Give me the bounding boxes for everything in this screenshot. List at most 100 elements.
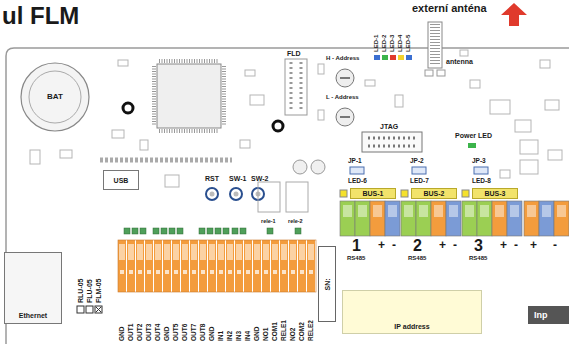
polarity-sign: + [439, 239, 446, 251]
polarity-sign: - [514, 239, 518, 251]
variant-checkbox [77, 306, 102, 313]
relay-label: rele-1 [261, 219, 276, 225]
ip-address-box: IP address [342, 290, 482, 334]
antenna-label: antenna [446, 58, 473, 65]
polarity-sign: + [530, 239, 537, 251]
relay [258, 182, 308, 212]
status-led [374, 55, 412, 60]
node-label: Ethernet [19, 312, 47, 319]
terminal-label: GND [209, 327, 216, 341]
bus-number: 1 [352, 238, 361, 254]
led-label: LED-1 [373, 35, 379, 52]
jumper-label: JP-3 [472, 158, 486, 165]
button-label: SW-2 [251, 175, 268, 182]
antenna-coil [425, 22, 445, 76]
bus-type: RS485 [347, 255, 365, 261]
switch-label: L - Address [326, 94, 359, 100]
terminal-label: NO2 [290, 328, 297, 341]
bus-number: 2 [413, 238, 422, 254]
component-row [100, 158, 232, 163]
terminal-label: OUT3 [146, 324, 153, 341]
terminal-strip [118, 240, 316, 292]
terminal-label: OUT6 [182, 324, 189, 341]
terminal-label: OUT1 [128, 324, 135, 341]
capacitor [293, 160, 325, 174]
terminal-label: GND [164, 327, 171, 341]
terminal-label: RELE1 [281, 320, 288, 341]
bus-number: 3 [474, 238, 483, 254]
board-outline [6, 48, 569, 344]
battery-holder: BAT [20, 62, 90, 132]
fld-connector [285, 59, 307, 115]
node-label: BUS-2 [423, 190, 444, 197]
button-label: RST [205, 175, 219, 182]
terminal-label: NO1 [263, 328, 270, 341]
led-label: LED-6 [348, 178, 367, 185]
terminal-label: IN1 [218, 331, 225, 341]
node-label: BUS-3 [484, 190, 505, 197]
serial-number-box: SN: [318, 246, 336, 322]
polarity-sign: - [392, 239, 396, 251]
terminal-label: IN3 [236, 331, 243, 341]
node-label: IP address [394, 323, 429, 330]
connector-label: JTAG [380, 123, 398, 130]
node-label: USB [114, 177, 129, 184]
relay-label: rele-2 [288, 219, 303, 225]
terminal-label: OUT5 [173, 324, 180, 341]
antenna-note: externí anténa [412, 3, 487, 14]
terminal-label: OUT7 [191, 324, 198, 341]
terminal-label: OUT8 [200, 324, 207, 341]
bus-header: BUS-2 [411, 188, 457, 199]
power-led [468, 143, 476, 148]
led-label: LED-8 [472, 178, 491, 185]
usb-connector: USB [103, 170, 139, 190]
led-label: LED-2 [381, 35, 387, 52]
node-label: BAT [47, 93, 63, 101]
led-label: LED-4 [397, 35, 403, 52]
variant-label: FLU-05 [86, 279, 93, 303]
led-label: LED-3 [389, 35, 395, 52]
terminal-block [340, 201, 569, 236]
bus-header: BUS-3 [472, 188, 518, 199]
led-label: LED-7 [410, 178, 429, 185]
polarity-sign: - [553, 239, 557, 251]
page-title: ul FLM [2, 4, 79, 28]
terminal-label: GND [254, 327, 261, 341]
led-label: LED-5 [405, 35, 411, 52]
bus-type: RS485 [408, 255, 426, 261]
output-led [124, 228, 301, 234]
node-label: Inp [534, 311, 548, 320]
jumper-label: JP-2 [410, 158, 424, 165]
bus-header: BUS-1 [350, 188, 396, 199]
led-label: Power LED [455, 132, 492, 139]
terminal-label: COM1 [272, 322, 279, 341]
jtag-connector [362, 132, 422, 152]
input-terminal: Inp [528, 306, 569, 324]
mounting-hole [273, 121, 283, 131]
switch-label: H - Address [326, 55, 359, 61]
jumper-label: JP-1 [348, 158, 362, 165]
variant-label: RLU-05 [77, 278, 84, 303]
small-components [30, 50, 562, 187]
push-button [206, 188, 264, 200]
terminal-label: IN4 [245, 331, 252, 341]
variant-label: FLM-05 [95, 279, 102, 304]
connector-label: FLD [287, 50, 301, 57]
polarity-sign: + [378, 239, 385, 251]
polarity-sign: - [453, 239, 457, 251]
terminal-screw [343, 205, 566, 217]
polarity-sign: + [500, 239, 507, 251]
bus-type: RS485 [469, 255, 487, 261]
terminal-label: OUT2 [137, 324, 144, 341]
antenna-arrow [501, 3, 527, 26]
terminal-label: COM2 [299, 322, 306, 341]
terminal-label: GND [119, 327, 126, 341]
terminal-label: RELE2 [308, 320, 315, 341]
node-label: BUS-1 [362, 190, 383, 197]
jumper [350, 167, 488, 174]
processor-chip [154, 61, 224, 131]
terminal-label: OUT4 [155, 324, 162, 341]
node-label: SN: [324, 278, 331, 290]
